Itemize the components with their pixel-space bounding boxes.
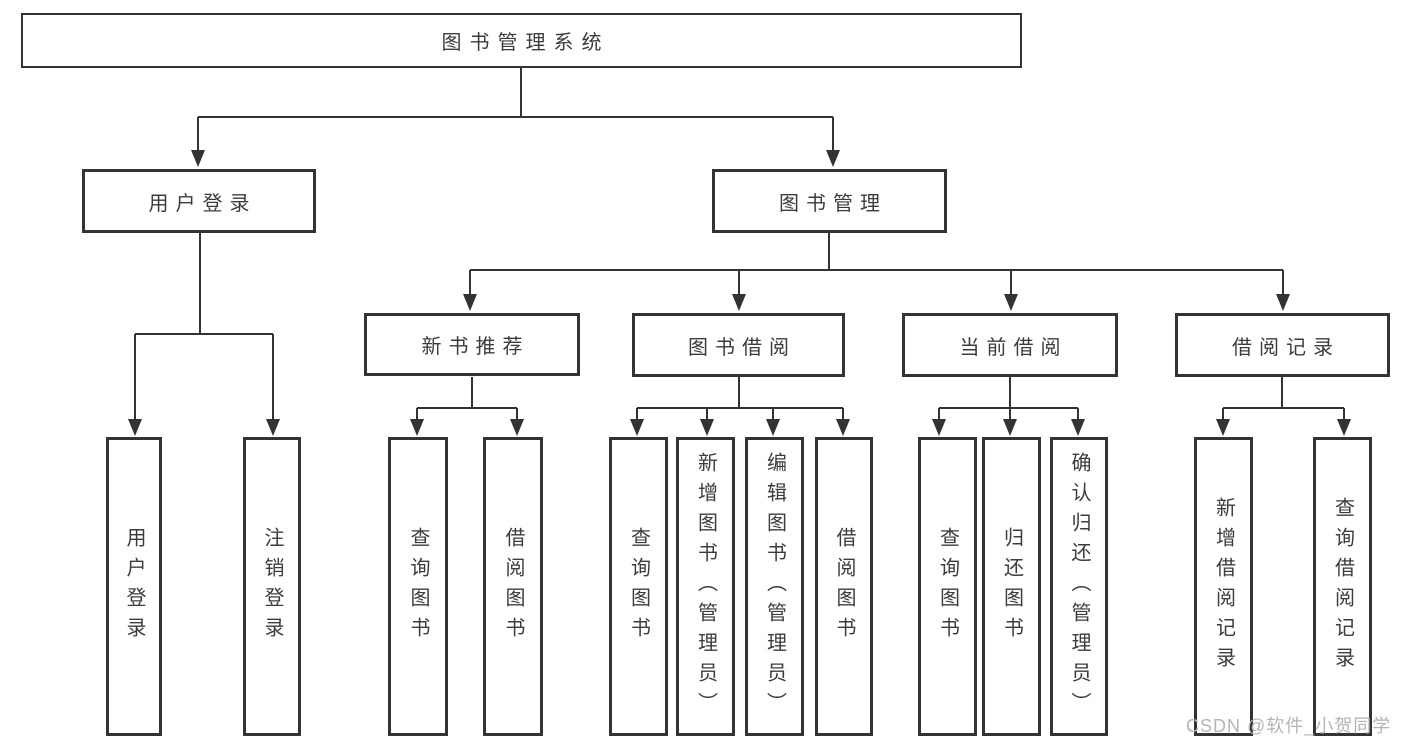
node-borrow-record: 借阅记录 <box>1175 313 1390 377</box>
node-new-book-recommend: 新书推荐 <box>364 313 580 376</box>
leaf-borrow-books-2-label: 借阅图书 <box>833 526 855 647</box>
leaf-add-borrow-record-label: 新增借阅记录 <box>1212 496 1235 677</box>
leaf-logout: 注销登录 <box>243 437 301 736</box>
node-root-system: 图书管理系统 <box>21 13 1022 68</box>
leaf-add-books-admin: 新增图书（管理员） <box>676 437 735 736</box>
leaf-add-borrow-record: 新增借阅记录 <box>1194 437 1253 736</box>
leaf-add-books-admin-label: 新增图书（管理员） <box>694 451 717 722</box>
leaf-query-books-3: 查询图书 <box>918 437 977 736</box>
leaf-query-borrow-record-label: 查询借阅记录 <box>1331 496 1354 677</box>
leaf-query-books-2: 查询图书 <box>609 437 668 736</box>
leaf-user-login: 用户登录 <box>106 437 162 736</box>
leaf-query-books-1: 查询图书 <box>388 437 448 736</box>
node-current-borrow: 当前借阅 <box>902 313 1118 377</box>
leaf-confirm-return-admin: 确认归还（管理员） <box>1050 437 1108 736</box>
leaf-return-books-label: 归还图书 <box>1000 526 1023 647</box>
csdn-watermark: CSDN @软件_小贺同学 <box>1186 716 1392 736</box>
leaf-user-login-label: 用户登录 <box>123 526 145 647</box>
leaf-edit-books-admin-label: 编辑图书（管理员） <box>763 451 786 722</box>
node-book-management: 图书管理 <box>712 169 947 233</box>
leaf-query-books-2-label: 查询图书 <box>627 526 650 647</box>
leaf-borrow-books-1: 借阅图书 <box>483 437 543 736</box>
node-user-login-group: 用户登录 <box>82 169 316 233</box>
leaf-query-books-3-label: 查询图书 <box>936 526 959 647</box>
leaf-query-borrow-record: 查询借阅记录 <box>1313 437 1372 736</box>
node-book-borrow: 图书借阅 <box>632 313 845 377</box>
leaf-confirm-return-admin-label: 确认归还（管理员） <box>1068 451 1090 722</box>
leaf-edit-books-admin: 编辑图书（管理员） <box>745 437 804 736</box>
leaf-borrow-books-1-label: 借阅图书 <box>502 526 524 647</box>
leaf-borrow-books-2: 借阅图书 <box>815 437 873 736</box>
leaf-logout-label: 注销登录 <box>261 526 283 647</box>
leaf-return-books: 归还图书 <box>982 437 1041 736</box>
leaf-query-books-1-label: 查询图书 <box>407 526 429 647</box>
